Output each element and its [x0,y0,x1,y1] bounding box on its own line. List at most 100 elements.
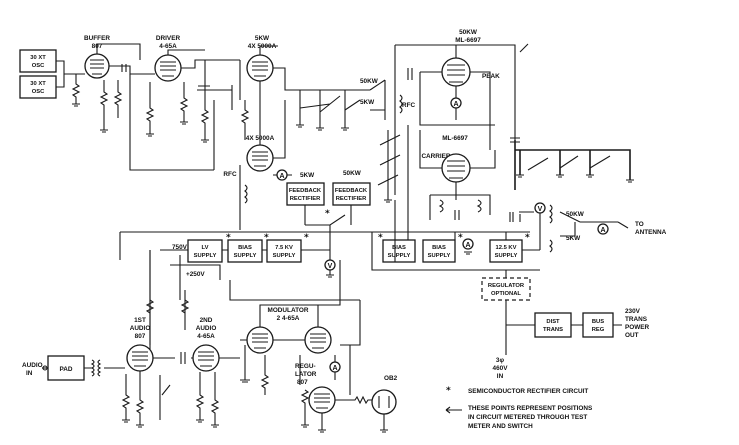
ob2-label: OB2 [384,375,398,382]
legend-arrow-1: THESE POINTS REPRESENT POSITIONS [468,405,593,412]
svg-text:REGULATOR: REGULATOR [488,283,525,289]
power-out-4: OUT [625,332,639,339]
svg-text:A: A [453,101,458,108]
input-460-2: 460V [493,365,509,372]
audio2-label-1: 2ND [200,317,213,324]
meter-v-75: V [324,259,336,271]
modulator-label-2: 2 4-65A [277,315,300,322]
kw50b-label: 50KW [343,170,362,177]
audio1-tube [126,344,154,372]
rfc2-label: RFC [402,102,416,109]
oscillator-2: 30 XT OSC [19,75,57,99]
oscillator-1: 30 XT OSC [19,49,57,73]
svg-text:TRANS: TRANS [543,327,563,333]
kw5b-label: 5KW [360,99,375,106]
power-out-3: POWER [625,324,650,331]
feedback-rectifier-1: FEEDBACK RECTIFIER [286,182,325,206]
regulator-label-3: 807 [297,379,308,386]
meter-1: A [276,169,288,181]
meter-v-final: V [534,202,546,214]
svg-text:SUPPLY: SUPPLY [495,253,518,259]
bias-supply-3: BIAS SUPPLY [422,239,456,263]
svg-text:V: V [538,206,543,213]
audio2-label-3: 4-65A [197,333,215,340]
star-kv75: * [304,233,309,243]
v250-label: +250V [186,271,205,278]
pad-box: PAD [47,355,85,381]
lv-supply: LV SUPPLY [187,239,223,263]
legend-star: * [446,386,451,396]
peak-tube [441,57,471,87]
svg-text:BIAS: BIAS [238,245,252,251]
regulator-label-1: REGU- [295,363,316,370]
driver-label-1: DRIVER [156,35,181,42]
star-bias1: * [264,233,269,243]
modulator-tube-1 [246,326,274,354]
svg-text:LV: LV [202,245,209,251]
peak-tag: PEAK [482,73,500,80]
kw5c-label: 5KW [566,235,581,242]
legend-arrow-3: METER AND SWITCH [468,423,533,430]
kw50c-label: 50KW [566,211,585,218]
audio2-label-2: AUDIO [196,325,217,332]
svg-text:RECTIFIER: RECTIFIER [290,196,321,202]
osc1-line2: OSC [32,63,45,69]
svg-text:DIST: DIST [546,319,560,325]
osc1-line1: 30 XT [30,55,46,61]
meter-peak: A [450,97,462,109]
pa5kw-tube-b [246,144,274,172]
svg-text:REG: REG [592,327,605,333]
meter-bias: A [462,238,474,250]
osc2-line1: 30 XT [30,81,46,87]
modulator-label-1: MODULATOR [268,307,309,314]
kw5a-label: 5KW [300,172,315,179]
feedback-rectifier-2: FEEDBACK RECTIFIER [332,182,371,206]
star-kv125: * [525,233,530,243]
svg-text:SUPPLY: SUPPLY [273,253,296,259]
svg-text:SUPPLY: SUPPLY [194,253,217,259]
svg-text:BUS: BUS [592,319,604,325]
rfc1-label: RFC [223,171,237,178]
peak-label-1: 50KW [459,29,478,36]
svg-text:7.5 KV: 7.5 KV [275,245,293,251]
svg-text:A: A [279,173,284,180]
v750-label: 750V [172,244,188,251]
ob2-tube [371,389,397,415]
svg-text:A: A [332,365,337,372]
svg-text:OPTIONAL: OPTIONAL [491,291,521,297]
legend-star-note: SEMICONDUCTOR RECTIFIER CIRCUIT [468,388,588,395]
buffer-tube [84,53,110,79]
modulator-tube-2 [304,326,332,354]
svg-text:BIAS: BIAS [392,245,406,251]
svg-text:FEEDBACK: FEEDBACK [335,188,368,194]
carrier-label-1: ML-6697 [442,135,468,142]
driver-label-2: 4-65A [159,43,177,50]
star-fb: * [325,209,330,219]
svg-text:PAD: PAD [59,366,72,373]
power-out-2: TRANS [625,316,648,323]
carrier-tube [441,153,471,183]
audio-in-2: IN [26,370,33,377]
svg-text:A: A [600,227,605,234]
kv75-supply: 7.5 KV SUPPLY [266,239,302,263]
svg-text:A: A [465,242,470,249]
driver-tube [154,54,182,82]
svg-text:BIAS: BIAS [432,245,446,251]
bias-supply-1: BIAS SUPPLY [227,239,263,263]
star-bias3: * [458,233,463,243]
kv125-supply: 12.5 KV SUPPLY [489,239,523,263]
meter-mod: A [329,361,341,373]
audio-in-1: AUDIO [22,362,43,369]
regulator-tube [308,386,336,414]
audio1-label-3: 807 [135,333,146,340]
svg-text:SUPPLY: SUPPLY [234,253,257,259]
svg-text:FEEDBACK: FEEDBACK [289,188,322,194]
input-460-3: IN [497,373,504,380]
pa5kw-tube [246,54,274,82]
regulator-box: REGULATOR OPTIONAL [481,277,531,301]
peak-label-2: ML-6697 [455,37,481,44]
power-out-1: 230V [625,308,641,315]
kw50-label: 50KW [360,78,379,85]
dist-trans-box: DIST TRANS [534,312,572,338]
